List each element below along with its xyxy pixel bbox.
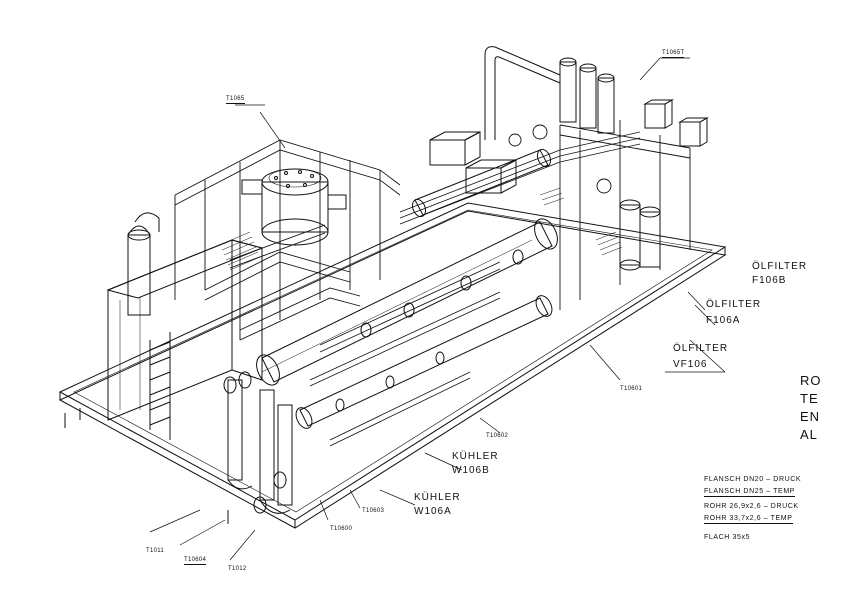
- right-frame: [508, 120, 691, 310]
- tag-t10603: T10603: [362, 508, 385, 514]
- tag-t10602: T10602: [486, 433, 509, 439]
- junction-boxes: [643, 99, 709, 147]
- base-frame: [58, 202, 727, 529]
- label-kuehler-w106a-title: KÜHLER: [414, 492, 461, 503]
- tag-t1012: T1012: [228, 566, 247, 572]
- cooler-second: [295, 295, 553, 429]
- label-oelfilter-f106b-title: ÖLFILTER: [752, 261, 808, 272]
- tag-t10600: T10600: [330, 526, 353, 532]
- tag-t1011: T1011: [146, 548, 165, 554]
- title-fragment-3: EN: [800, 409, 821, 424]
- label-kuehler-w106b-tag: W106B: [452, 465, 490, 476]
- pumps: [429, 131, 517, 194]
- label-oelfilter-vf106-tag: VF106: [673, 359, 708, 370]
- cooler-upper: [411, 148, 552, 218]
- filter-vessel: [241, 168, 347, 246]
- legend-item-flansch-druck: FLANSCH DN20 – DRUCK: [704, 476, 802, 483]
- legend-item-rohr-druck: ROHR 26,9x2,6 – DRUCK: [704, 503, 799, 510]
- legend-item-rohr-temp: ROHR 33,7x2,6 – TEMP: [704, 515, 793, 524]
- label-oelfilter-vf106-title: ÖLFILTER: [673, 343, 729, 354]
- ladder: [149, 332, 171, 440]
- legend-item-flansch-temp: FLANSCH DN25 – TEMP: [704, 488, 796, 497]
- pipe-bundle: [309, 131, 641, 447]
- label-kuehler-w106b-title: KÜHLER: [452, 451, 499, 462]
- front-pipe-stack: [227, 379, 293, 514]
- title-fragment-4: AL: [800, 427, 818, 442]
- title-fragment-1: RO: [800, 373, 822, 388]
- tag-t10601: T10601: [620, 386, 643, 392]
- tag-t1065-top: T1065T: [662, 50, 685, 58]
- title-fragment-2: TE: [800, 391, 819, 406]
- label-oelfilter-f106a-tag: F106A: [706, 315, 741, 326]
- grating: [219, 187, 623, 271]
- platform-railing: [174, 139, 401, 341]
- tag-t10604: T10604: [184, 557, 207, 565]
- oil-tank: [106, 239, 264, 421]
- label-oelfilter-f106a-title: ÖLFILTER: [706, 299, 762, 310]
- upper-return-pipe: [484, 46, 561, 140]
- label-kuehler-w106a-tag: W106A: [414, 506, 452, 517]
- legend-item-flach: FLACH 35x5: [704, 534, 751, 541]
- vertical-vessel: [127, 212, 160, 316]
- leader-lines: [149, 57, 726, 561]
- label-oelfilter-f106b-tag: F106B: [752, 275, 787, 286]
- cooler-main: [256, 218, 558, 386]
- tag-t1065: T1065: [226, 96, 245, 104]
- filter-columns: [559, 57, 661, 271]
